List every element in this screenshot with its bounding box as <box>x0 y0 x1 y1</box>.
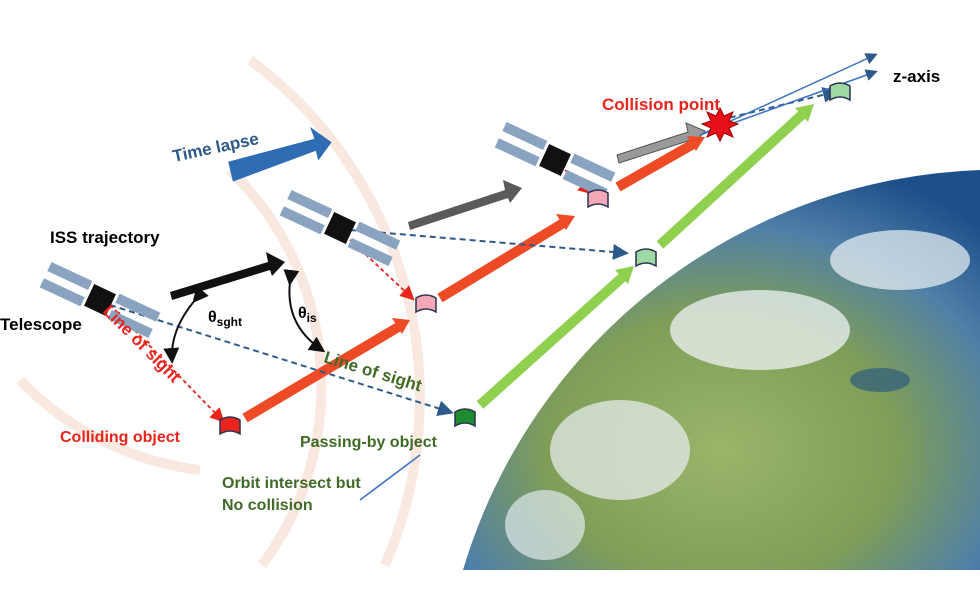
passing-path-segment <box>656 108 809 249</box>
iss-satellite-3 <box>494 121 616 199</box>
iss-trajectory-label: ISS trajectory <box>50 228 160 247</box>
passing-path-segment <box>476 271 629 409</box>
theta-is-arc <box>283 269 326 353</box>
passing-by-object-label: Passing-by object <box>300 434 438 451</box>
pointer-line <box>359 454 421 501</box>
telescope-label: Telescope <box>0 315 82 334</box>
object-flags <box>219 82 851 436</box>
telescope-body <box>84 284 116 316</box>
colliding-arrowheads <box>392 136 705 334</box>
cloud <box>670 290 850 370</box>
orbit-intersect-label-line2: No collision <box>222 497 313 514</box>
time-lapse-arrow <box>228 126 332 182</box>
passing-object-flag-2 <box>635 248 657 268</box>
collision-point-label: Collision point <box>602 95 720 114</box>
theta-sight-arc <box>163 285 209 364</box>
orbit-intersect-label-line1: Orbit intersect but <box>222 475 361 492</box>
theta-is-label: θis <box>298 305 317 325</box>
cloud <box>505 490 585 560</box>
passing-arrowheads <box>615 104 814 284</box>
iss-trajectory-arrow-2 <box>408 180 522 230</box>
iss-satellite-1 <box>39 261 161 339</box>
iss-satellite-2 <box>279 189 401 267</box>
colliding-path-segment <box>437 217 568 303</box>
z-axis-label: z-axis <box>893 67 940 86</box>
line-of-sight-to-passing-object-2 <box>349 229 629 260</box>
colliding-object-flag <box>219 416 241 436</box>
orbit-ring-left <box>16 376 201 475</box>
line-of-sight-dashed <box>109 87 839 417</box>
passing-object-flag-3 <box>829 82 851 102</box>
iss-trajectory-arrow-1 <box>170 252 285 300</box>
earth <box>463 170 980 570</box>
passing-object-path <box>476 108 809 409</box>
colliding-object-flag-3 <box>587 189 609 209</box>
colliding-object-flag-2 <box>415 294 437 314</box>
line-of-sight-to-passing-object-3 <box>719 87 839 121</box>
colliding-path-segment <box>615 138 698 192</box>
collision-point-star <box>700 106 740 143</box>
great-lakes <box>850 368 910 392</box>
cloud <box>550 400 690 500</box>
theta-sight-label: θsght <box>208 309 242 329</box>
orbit-ring-inner <box>226 166 327 568</box>
colliding-object-label: Colliding object <box>60 429 181 446</box>
passing-object-flag <box>454 408 476 428</box>
cloud <box>830 230 970 290</box>
